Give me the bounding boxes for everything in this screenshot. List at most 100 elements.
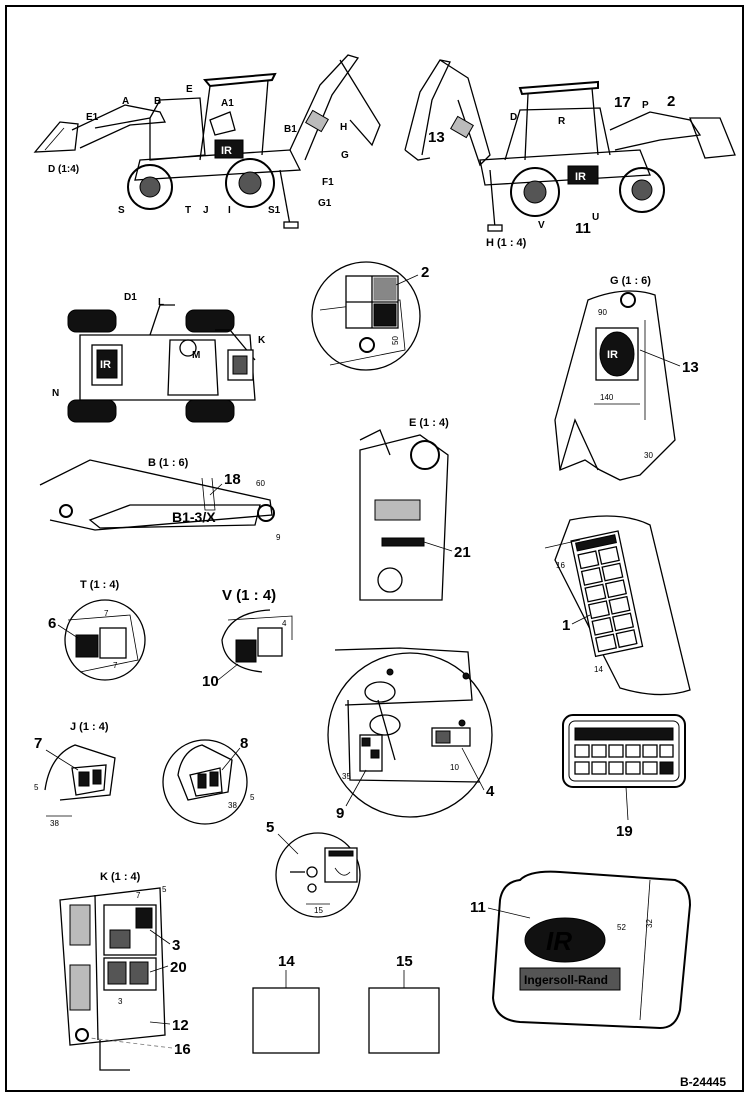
callout-18: 18 (224, 471, 241, 488)
dim-7b: 7 (113, 661, 118, 670)
callout-2-top: 2 (667, 93, 675, 110)
dim-3k: 3 (118, 997, 123, 1006)
dim-15: 15 (314, 906, 323, 915)
dim-10: 10 (450, 763, 459, 772)
callout-12: 12 (172, 1017, 189, 1034)
dim-52: 52 (617, 923, 626, 932)
letter-l: L (158, 297, 164, 308)
callout-13: 13 (682, 359, 699, 376)
callout-2: 2 (421, 264, 429, 281)
callout-8: 8 (240, 735, 248, 752)
dim-140: 140 (600, 393, 614, 402)
letter-b1: B1 (284, 124, 297, 135)
callout-17: 17 (614, 94, 631, 111)
decal-15: 15 (368, 953, 440, 1054)
letter-n: N (52, 388, 59, 399)
view-g-scale: G (1 : 6) (610, 275, 651, 287)
callout-20: 20 (170, 959, 187, 976)
decal-19: 19 (562, 714, 686, 840)
letter-d-scale: D (1:4) (48, 164, 79, 175)
view-g: G (1 : 6) IR 90 140 30 13 (554, 275, 699, 481)
callout-3: 3 (172, 937, 180, 954)
letter-g: G (341, 150, 349, 161)
view-b: B (1 : 6) B1-3/X 60 9 18 (39, 457, 281, 542)
callout-11: 11 (470, 899, 486, 916)
decal-1-panel: 16 14 1 (544, 515, 691, 696)
view-b-scale: B (1 : 6) (148, 457, 189, 469)
view-h-scale: H (1 : 4) (486, 237, 527, 249)
svg-text:IR: IR (221, 145, 232, 157)
dim-38j: 38 (50, 819, 59, 828)
dim-7k: 7 (136, 891, 141, 900)
letter-a: A (122, 96, 129, 107)
letter-d1: D1 (124, 292, 137, 303)
svg-text:IR: IR (575, 171, 586, 183)
dim-16: 16 (556, 561, 565, 570)
dim-30: 30 (644, 451, 653, 460)
right-view-labels: 13 D R 17 P 2 V 11 U H (1 : 4) (428, 93, 675, 249)
machine-side-view-right: IR (404, 59, 736, 232)
machine-side-view-left: IR (33, 54, 381, 229)
side-view-letter-labels: D (1:4) E1 A B E A1 B1 H G F1 S T J I S1… (48, 84, 349, 216)
letter-d-right: D (510, 112, 517, 123)
callout-7: 7 (34, 735, 42, 752)
letter-s1: S1 (268, 205, 281, 216)
callout-21: 21 (454, 544, 471, 561)
dim-32: 32 (645, 919, 654, 928)
callout-11-top: 11 (575, 220, 591, 237)
dim-38r: 38 (228, 801, 237, 810)
letter-i: I (228, 205, 231, 216)
view-k: K (1 : 4) 7 5 3 3 20 12 16 (59, 871, 191, 1071)
dim-60: 60 (256, 479, 265, 488)
view-k-scale: K (1 : 4) (100, 871, 141, 883)
view-v: V (1 : 4) 4 10 (202, 587, 293, 690)
view-e: E (1 : 4) 21 (359, 417, 471, 601)
letter-u: U (592, 212, 599, 223)
view-j: J (1 : 4) 5 38 7 (34, 721, 116, 828)
letter-f1: F1 (322, 177, 334, 188)
decal-11-brand: Ingersoll-Rand (524, 973, 608, 987)
svg-text:IR: IR (607, 349, 618, 361)
callout-15: 15 (396, 953, 413, 970)
top-view-labels: D1 L K M N (52, 292, 266, 399)
letter-j: J (203, 205, 209, 216)
callout-1: 1 (562, 617, 570, 634)
callout-14: 14 (278, 953, 295, 970)
machine-top-view: IR (67, 304, 256, 423)
letter-b: B (154, 96, 161, 107)
dim-9: 9 (276, 533, 281, 542)
dim-50: 50 (391, 336, 400, 345)
detail-2-circle: 50 2 (311, 261, 429, 371)
dim-5r: 5 (250, 793, 255, 802)
dim-7a: 7 (104, 609, 109, 618)
dim-5j: 5 (34, 783, 39, 792)
letter-t: T (185, 205, 191, 216)
letter-e1: E1 (86, 112, 99, 123)
letter-e: E (186, 84, 193, 95)
letter-g1: G1 (318, 198, 332, 209)
drawing-reference-number: B-24445 (680, 1075, 726, 1089)
callout-9: 9 (336, 805, 344, 822)
callout-16: 16 (174, 1041, 191, 1058)
detail-9-4-circle: 35 10 9 4 (327, 647, 495, 822)
decal-11-logo: IR (546, 926, 572, 956)
callout-10: 10 (202, 673, 219, 690)
callout-4: 4 (486, 783, 495, 800)
callout-6: 6 (48, 615, 56, 632)
callout-19: 19 (616, 823, 633, 840)
detail-5-circle: 15 5 (266, 819, 361, 918)
callout-13-top: 13 (428, 129, 445, 146)
dim-35: 35 (342, 772, 351, 781)
decal-19-grid (574, 727, 674, 775)
letter-a1: A1 (221, 98, 234, 109)
letter-r: R (558, 116, 566, 127)
view-t-scale: T (1 : 4) (80, 579, 119, 591)
letter-k: K (258, 335, 266, 346)
letter-s: S (118, 205, 125, 216)
boom-decal-text: B1-3/X (172, 509, 216, 525)
dim-5k: 5 (162, 885, 167, 894)
view-v-scale: V (1 : 4) (222, 587, 276, 604)
decal-14: 14 (252, 953, 320, 1054)
sheet-border (5, 5, 744, 1092)
